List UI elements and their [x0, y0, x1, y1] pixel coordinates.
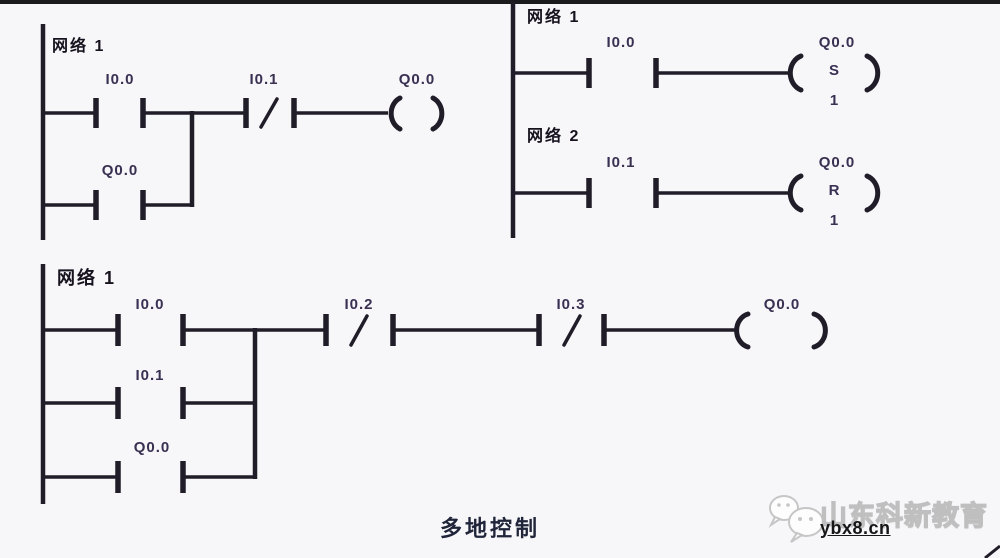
coil-arc-left — [787, 53, 804, 93]
coil-function-set: S — [828, 62, 840, 79]
coil-label: Q0.0 — [818, 154, 856, 171]
contact-label: I0.0 — [105, 71, 135, 88]
coil-label: Q0.0 — [818, 34, 856, 51]
network-label: 网络 1 — [527, 9, 581, 26]
coil-label: Q0.0 — [398, 71, 436, 88]
coil-label: Q0.0 — [763, 296, 801, 313]
watermark-site-url: ybx8.cn — [820, 518, 891, 538]
coil-arc-right — [864, 53, 881, 93]
coil-arc-left — [734, 311, 751, 350]
network-label: 网络 1 — [52, 38, 106, 55]
diagram-caption: 多地控制 — [439, 516, 541, 541]
coil-arc-right — [864, 173, 881, 213]
contact-label: I0.3 — [556, 296, 586, 313]
contact-label: I0.2 — [344, 296, 374, 313]
contact-label: I0.0 — [606, 34, 636, 51]
coil-arc-left — [388, 95, 403, 132]
contact-label: I0.1 — [135, 367, 165, 384]
coil-operand: 1 — [829, 92, 839, 109]
contact-label: Q0.0 — [133, 439, 171, 456]
watermark-brand: 山东科新教育 — [819, 500, 988, 531]
corner-artifact — [984, 544, 1000, 558]
contact-label: I0.1 — [606, 154, 636, 171]
top-border-bar — [0, 0, 1000, 4]
network-topleft-wiring — [40, 24, 445, 240]
nc-contact-slash — [562, 314, 582, 347]
wechat-icon — [768, 495, 824, 543]
contact-label: I0.0 — [135, 296, 165, 313]
network-label: 网络 1 — [57, 268, 117, 288]
coil-operand: 1 — [829, 212, 839, 229]
network-label: 网络 2 — [527, 128, 581, 145]
coil-arc-right — [811, 311, 828, 350]
nc-contact-slash — [349, 314, 369, 347]
coil-function-reset: R — [828, 182, 840, 199]
network-topright-wiring — [510, 2, 881, 238]
coil-arc-left — [787, 173, 804, 213]
nc-contact-slash — [259, 97, 279, 129]
contact-label: I0.1 — [249, 71, 279, 88]
contact-label: Q0.0 — [101, 162, 139, 179]
coil-arc-right — [430, 95, 445, 132]
network-bottom-wiring — [40, 264, 828, 504]
